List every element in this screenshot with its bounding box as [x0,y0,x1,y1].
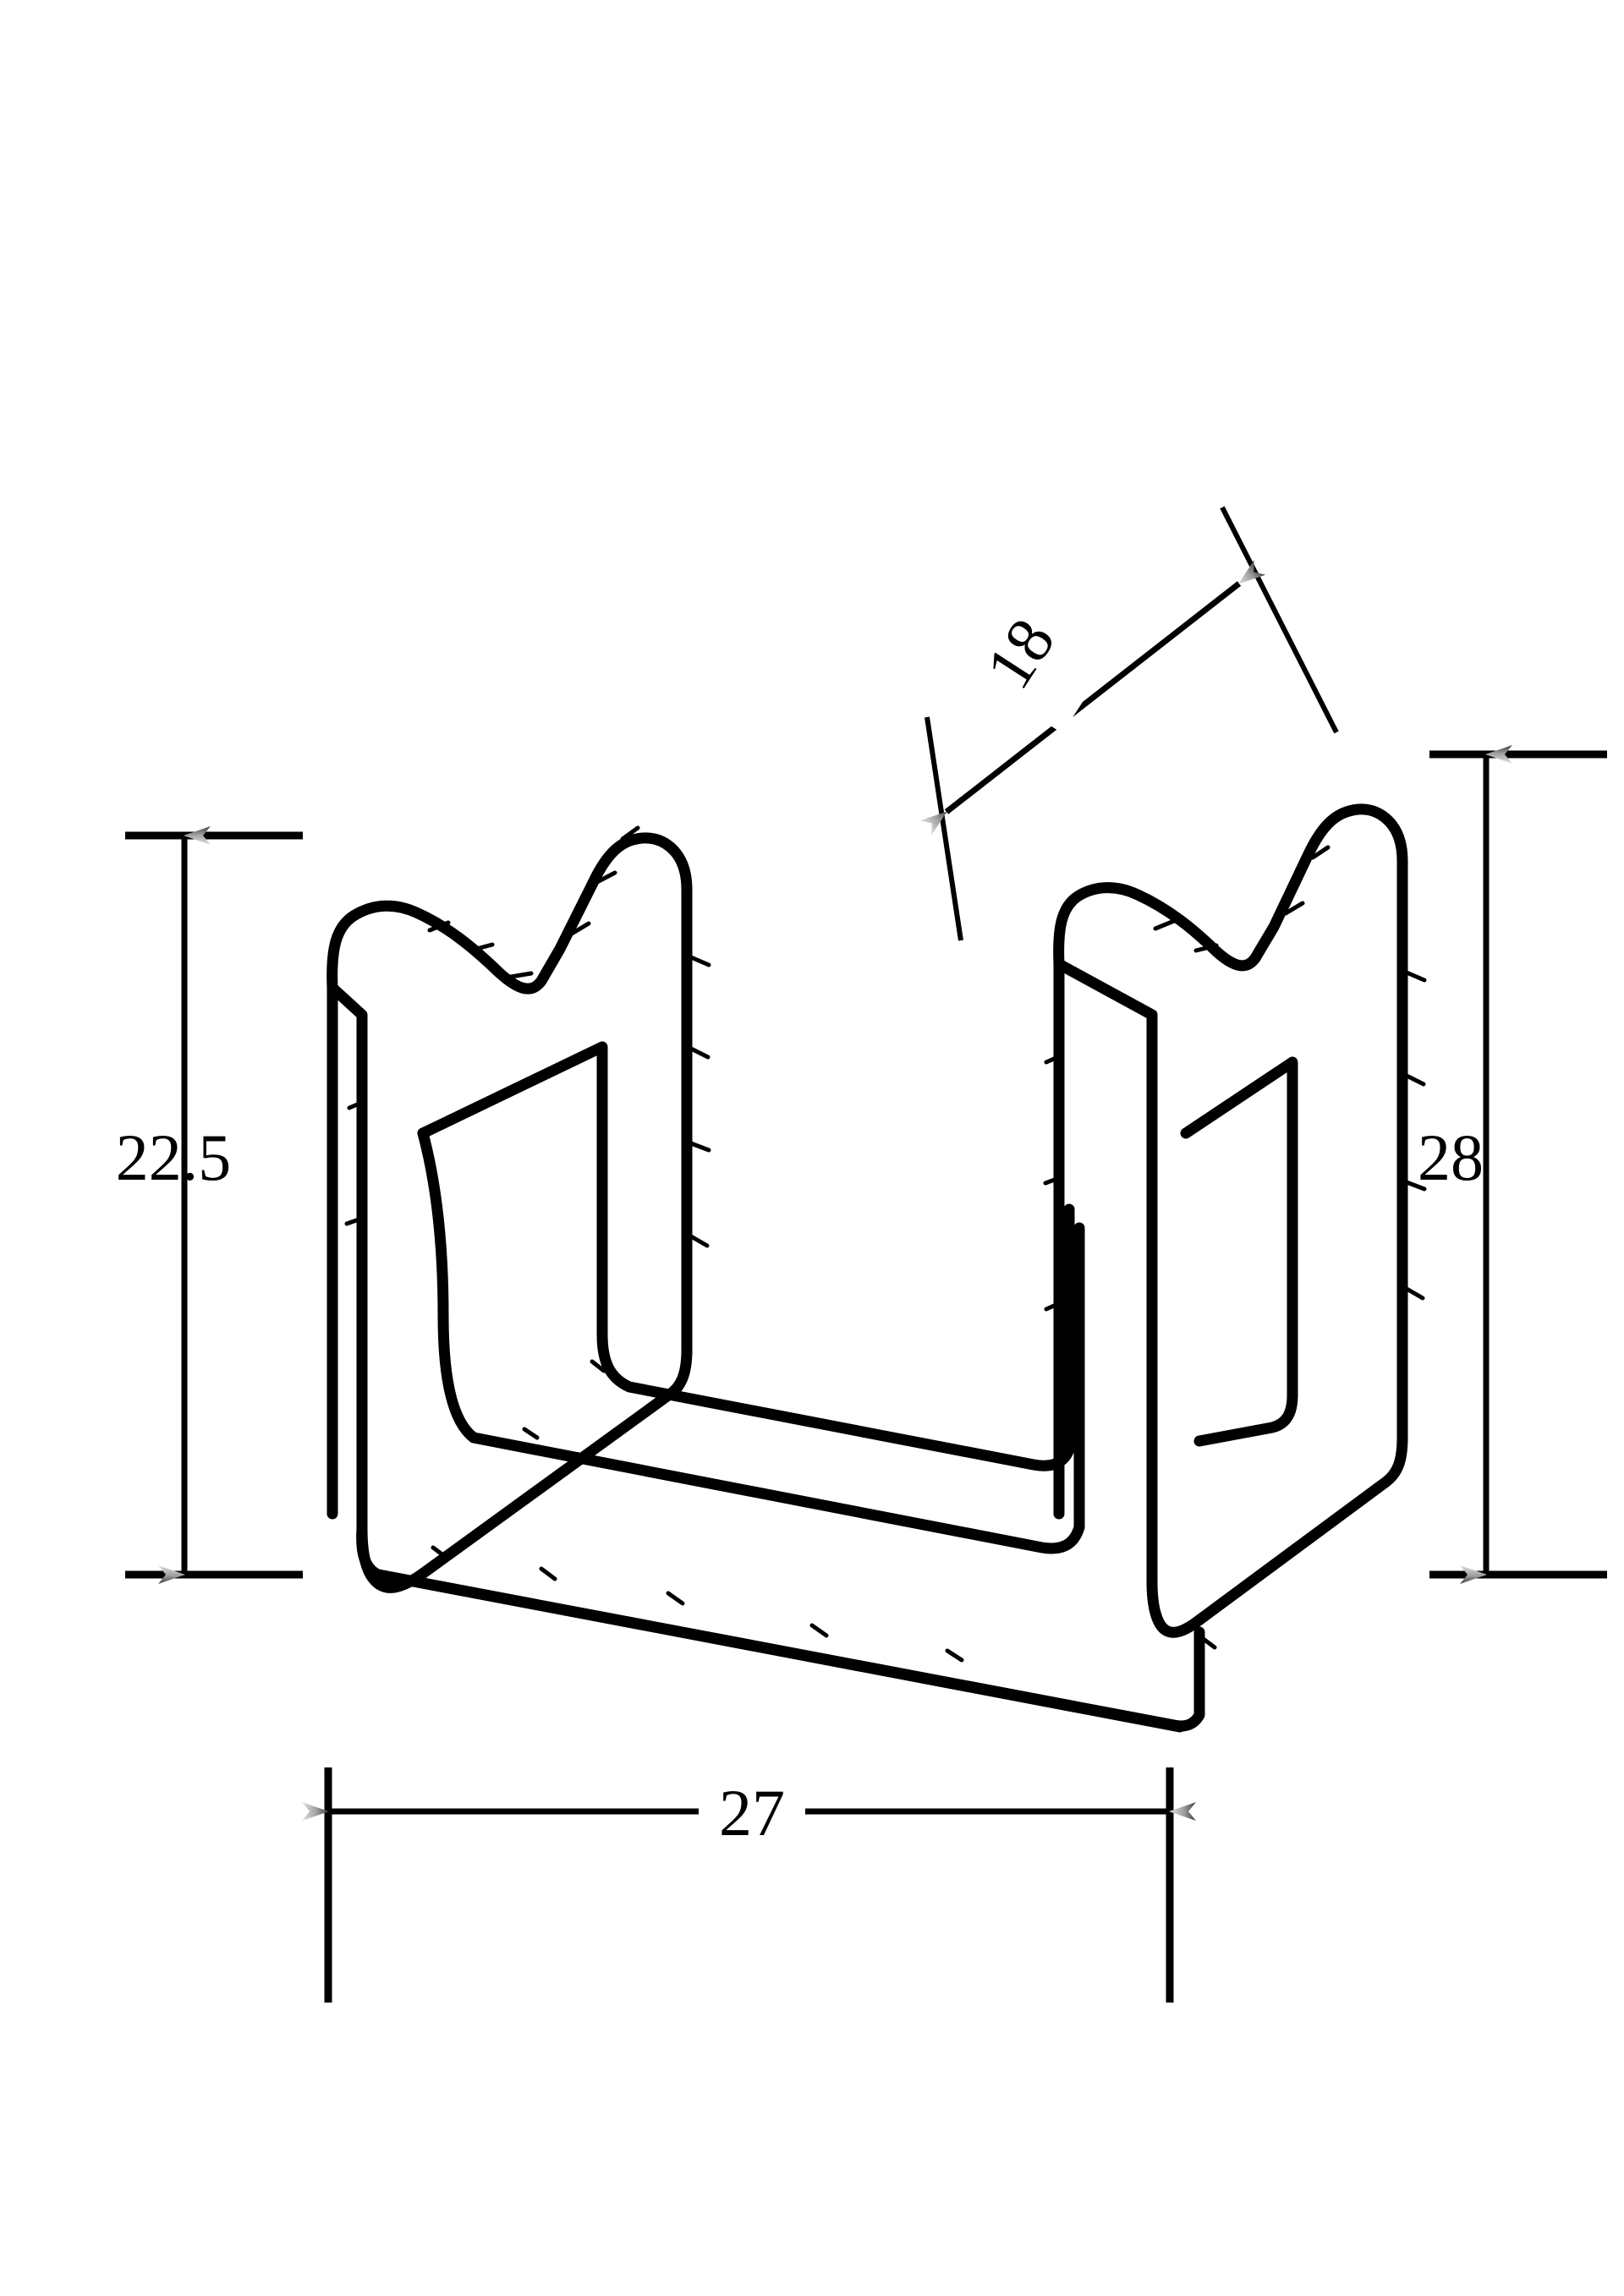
extension-line-depth-upper [1220,506,1339,734]
part-base-front-edge [372,1569,1186,1733]
part-outer-silhouette [326,832,693,1593]
part-sketch-jitter [344,825,1427,1663]
extension-line-depth-lower [924,716,963,941]
dimension-label-width-bottom: 27 [719,1776,785,1849]
part-rear-inner-slot [1180,1056,1298,1447]
dimension-height-left: 22.5 [116,826,303,1584]
part-inner-channel [417,1041,1075,1471]
dimension-label-backdrop-width [699,1774,805,1849]
dimension-line-depth-diagonal [919,560,1266,836]
dimension-depth-diagonal: 18 [919,506,1339,941]
dimension-width-bottom: 27 [302,1767,1196,2003]
dimension-label-height-left: 22.5 [116,1121,232,1194]
part-rear-post [1053,803,1408,1638]
part-outline [326,803,1408,1733]
part-base-plate [356,1523,1205,1732]
dimension-label-height-right: 28 [1418,1121,1484,1194]
dimension-label-backdrop-depth [967,597,1111,734]
dimension-height-right: 28 [1418,745,1607,1584]
part-inner-channel-left-wall [417,1127,1085,1554]
